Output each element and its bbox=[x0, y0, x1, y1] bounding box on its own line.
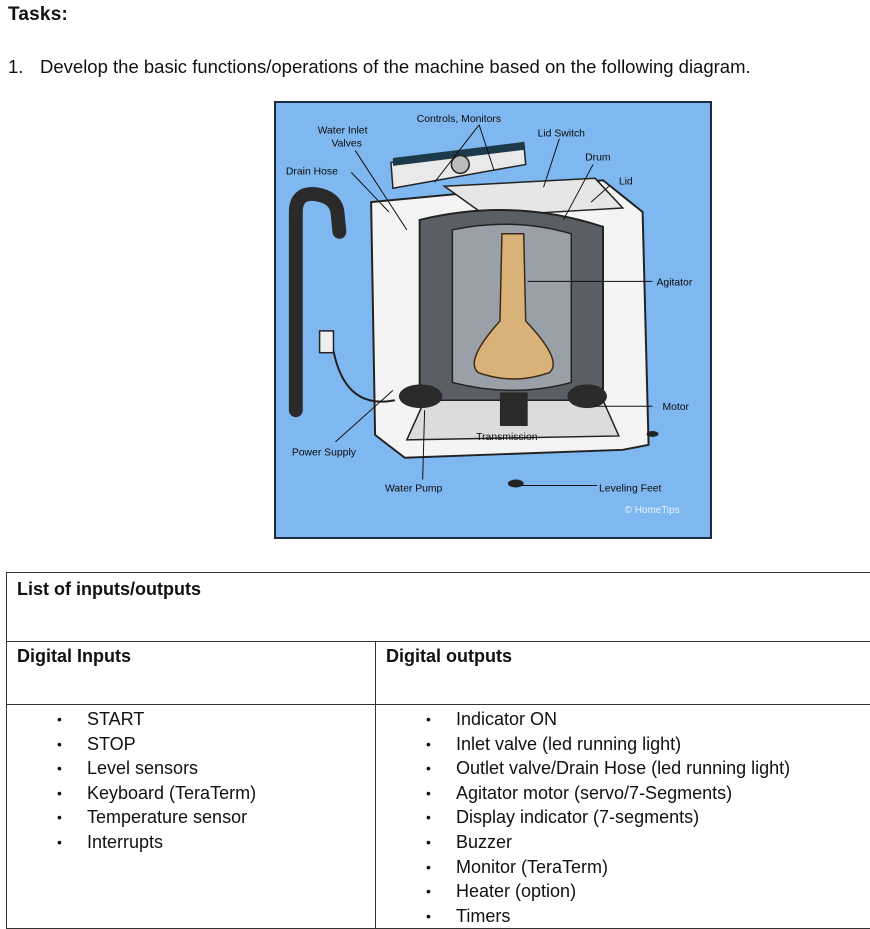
table-body-row: START STOP Level sensors Keyboard (TeraT… bbox=[7, 705, 870, 929]
list-item: STOP bbox=[7, 732, 375, 757]
list-item: Inlet valve (led running light) bbox=[376, 732, 870, 757]
inputs-header: Digital Inputs bbox=[7, 642, 376, 705]
tasks-heading: Tasks: bbox=[8, 4, 68, 26]
list-item: Agitator motor (servo/7-Segments) bbox=[376, 781, 870, 806]
table-header-row: Digital Inputs Digital outputs bbox=[7, 642, 870, 705]
label-controls: Controls, Monitors bbox=[417, 114, 501, 125]
table-title: List of inputs/outputs bbox=[7, 573, 870, 642]
control-dial bbox=[451, 156, 469, 174]
leveling-foot bbox=[647, 431, 659, 437]
transmission bbox=[500, 392, 528, 426]
label-motor: Motor bbox=[662, 402, 689, 413]
task-item-1: 1.Develop the basic functions/operations… bbox=[8, 56, 751, 78]
washing-machine-diagram: Controls, Monitors Water Inlet Valves Li… bbox=[274, 101, 712, 539]
label-agitator: Agitator bbox=[656, 277, 692, 288]
inputs-list: START STOP Level sensors Keyboard (TeraT… bbox=[7, 707, 375, 855]
leveling-foot bbox=[508, 480, 524, 488]
outputs-header: Digital outputs bbox=[376, 642, 870, 705]
table-title-row: List of inputs/outputs bbox=[7, 573, 870, 642]
label-transmission: Transmission bbox=[476, 432, 538, 443]
watermark: © HomeTips bbox=[625, 505, 680, 516]
io-table: List of inputs/outputs Digital Inputs Di… bbox=[6, 572, 870, 929]
task-number: 1. bbox=[8, 56, 40, 78]
list-item: Interrupts bbox=[7, 830, 375, 855]
label-water-pump: Water Pump bbox=[385, 483, 443, 494]
water-pump bbox=[399, 384, 443, 408]
motor-body bbox=[567, 384, 607, 408]
list-item: Heater (option) bbox=[376, 879, 870, 904]
label-drum: Drum bbox=[585, 152, 610, 163]
label-lid-switch: Lid Switch bbox=[538, 129, 586, 140]
label-valves: Valves bbox=[331, 139, 361, 150]
label-water-inlet: Water Inlet bbox=[318, 126, 368, 137]
list-item: Display indicator (7-segments) bbox=[376, 805, 870, 830]
leader-line bbox=[351, 172, 389, 212]
task-text: Develop the basic functions/operations o… bbox=[40, 56, 751, 77]
inputs-cell: START STOP Level sensors Keyboard (TeraT… bbox=[7, 705, 376, 929]
list-item: Indicator ON bbox=[376, 707, 870, 732]
list-item: Keyboard (TeraTerm) bbox=[7, 781, 375, 806]
list-item: Outlet valve/Drain Hose (led running lig… bbox=[376, 756, 870, 781]
list-item: Monitor (TeraTerm) bbox=[376, 855, 870, 880]
list-item: START bbox=[7, 707, 375, 732]
label-drain-hose: Drain Hose bbox=[286, 166, 338, 177]
list-item: Buzzer bbox=[376, 830, 870, 855]
list-item: Timers bbox=[376, 904, 870, 929]
outputs-cell: Indicator ON Inlet valve (led running li… bbox=[376, 705, 870, 929]
list-item: Level sensors bbox=[7, 756, 375, 781]
label-leveling-feet: Leveling Feet bbox=[599, 483, 661, 494]
label-power-supply: Power Supply bbox=[292, 448, 357, 459]
list-item: Temperature sensor bbox=[7, 805, 375, 830]
outputs-list: Indicator ON Inlet valve (led running li… bbox=[376, 707, 870, 928]
washing-machine-illustration: Controls, Monitors Water Inlet Valves Li… bbox=[276, 103, 710, 537]
power-outlet bbox=[320, 331, 334, 353]
drain-hose bbox=[296, 194, 340, 410]
label-lid: Lid bbox=[619, 176, 633, 187]
